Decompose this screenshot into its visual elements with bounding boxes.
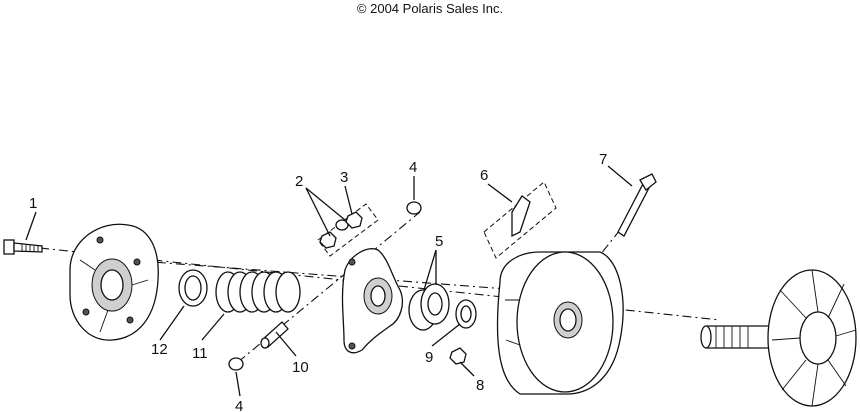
callout-4-lower: 4 xyxy=(235,398,243,413)
callout-3: 3 xyxy=(340,169,348,186)
part-bolt[interactable] xyxy=(3,239,43,255)
callout-2: 2 xyxy=(295,173,303,190)
leader-2b xyxy=(305,187,346,221)
part-long-bolt[interactable] xyxy=(617,173,657,237)
callout-4-upper: 4 xyxy=(409,159,417,176)
callout-6: 6 xyxy=(480,167,488,184)
leader-2a xyxy=(305,187,331,237)
part-ring[interactable] xyxy=(178,269,208,307)
copyright-notice: © 2004 Polaris Sales Inc. xyxy=(356,1,504,16)
leader-1 xyxy=(25,211,37,241)
part-nut-washer-group[interactable] xyxy=(317,203,379,257)
leader-6 xyxy=(487,183,513,203)
leader-4-lower xyxy=(235,371,241,397)
part-nut[interactable] xyxy=(449,347,467,365)
leader-3 xyxy=(344,185,353,215)
part-roller-lower[interactable] xyxy=(228,357,244,371)
part-spring[interactable] xyxy=(215,271,301,313)
leader-8 xyxy=(459,361,475,377)
part-cover[interactable] xyxy=(69,223,159,341)
callout-1: 1 xyxy=(29,195,37,212)
leader-5a xyxy=(423,249,437,291)
leader-11 xyxy=(201,313,225,341)
leader-9 xyxy=(431,323,461,347)
callout-5: 5 xyxy=(435,233,443,250)
part-shift-weight[interactable] xyxy=(483,181,557,259)
callout-10: 10 xyxy=(292,359,309,376)
part-pin[interactable] xyxy=(260,321,289,349)
leader-12 xyxy=(159,305,185,341)
callout-9: 9 xyxy=(425,349,433,366)
part-bushing[interactable] xyxy=(455,299,477,329)
leader-10 xyxy=(275,331,297,357)
callout-8: 8 xyxy=(476,377,484,394)
callout-11: 11 xyxy=(192,345,208,362)
callout-12: 12 xyxy=(151,341,168,358)
part-spider[interactable] xyxy=(341,248,404,354)
part-roller-upper[interactable] xyxy=(406,201,422,215)
part-moveable-sheave[interactable] xyxy=(496,251,624,395)
part-fixed-sheave[interactable] xyxy=(700,269,857,407)
leader-7 xyxy=(607,165,633,187)
callout-7: 7 xyxy=(599,151,607,168)
part-bushings[interactable] xyxy=(408,283,450,331)
centerline-upper xyxy=(99,257,521,291)
